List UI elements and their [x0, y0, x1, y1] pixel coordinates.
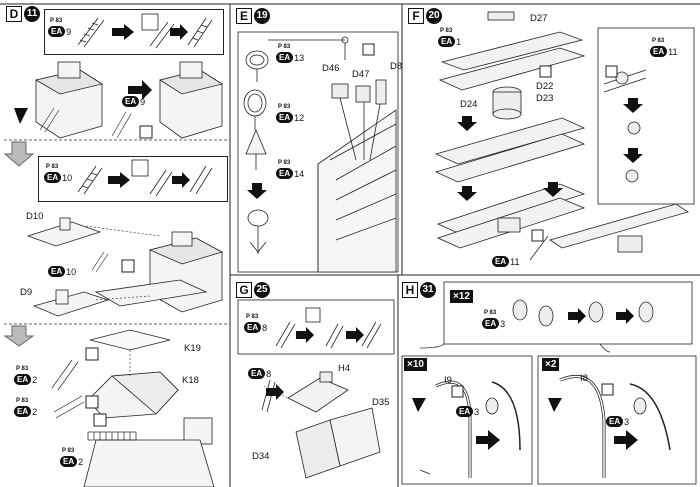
part-label: D27	[530, 13, 548, 24]
section-d-header: D 11	[6, 6, 40, 22]
step-number: 31	[420, 282, 436, 298]
part-label: D24	[460, 99, 478, 110]
part-label: D23	[536, 93, 554, 104]
part-label: D34	[252, 451, 270, 462]
part-label: K18	[182, 375, 199, 386]
section-h-header: H 31	[402, 282, 436, 298]
step-number: 20	[426, 8, 442, 24]
part-label: D46	[322, 63, 340, 74]
part-label: D10	[26, 211, 44, 222]
section-letter: H	[402, 282, 418, 298]
section-g-header: G 25	[236, 282, 270, 298]
section-letter: G	[236, 282, 252, 298]
part-label: D47	[352, 69, 370, 80]
part-label: I9	[444, 375, 452, 386]
step-number: 11	[24, 6, 40, 22]
part-label: D22	[536, 81, 554, 92]
step-number: 25	[254, 282, 270, 298]
section-f-header: F 20	[408, 8, 442, 24]
part-label: D9	[20, 287, 33, 298]
part-label: H4	[338, 363, 351, 374]
quantity-badge: ×12	[450, 290, 473, 303]
part-label: K19	[184, 343, 201, 354]
section-letter: F	[408, 8, 424, 24]
callout-ladder-d2	[38, 156, 228, 202]
section-letter: E	[236, 8, 252, 24]
quantity-badge: ×2	[542, 358, 560, 371]
part-label: I8	[580, 373, 588, 384]
part-label: D35	[372, 397, 390, 408]
quantity-badge: ×10	[404, 358, 427, 371]
step-number: 19	[254, 8, 270, 24]
part-label: D8	[390, 61, 403, 72]
section-letter: D	[6, 6, 22, 22]
section-e-header: E 19	[236, 8, 270, 24]
